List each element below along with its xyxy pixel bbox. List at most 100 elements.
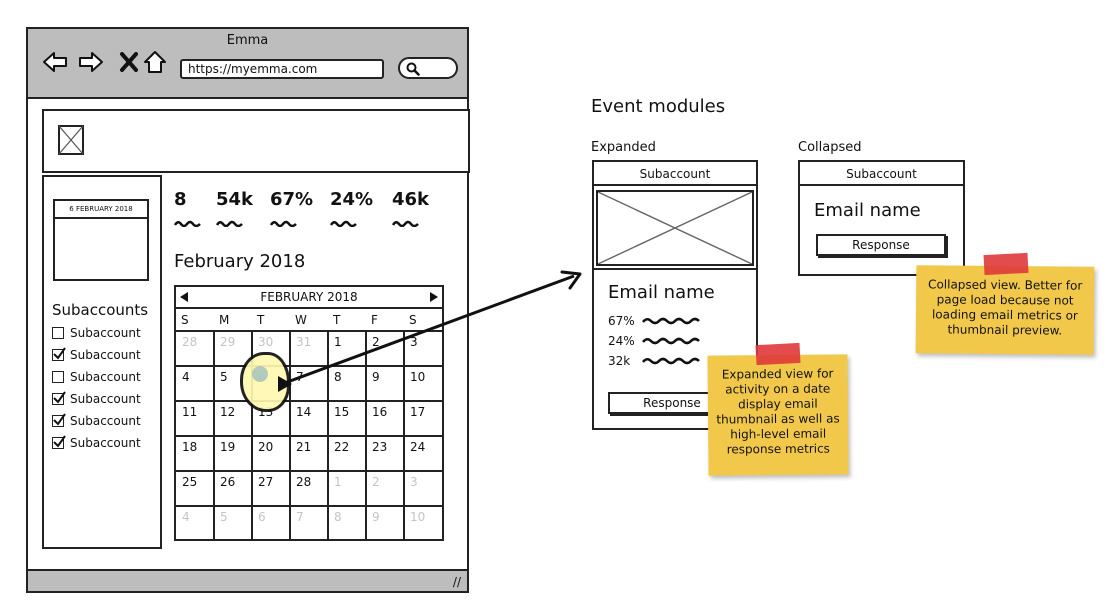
event-modules-title: Event modules (591, 96, 726, 117)
calendar-day[interactable]: 19 (220, 440, 236, 454)
calendar-day[interactable]: 16 (372, 405, 388, 419)
calendar-day[interactable]: 25 (182, 475, 198, 489)
weekday-label: T (333, 313, 341, 327)
calendar-grid-line (176, 470, 442, 472)
expanded-label: Expanded (591, 140, 656, 155)
calendar-day[interactable]: 1 (334, 335, 342, 349)
calendar-grid-line (176, 365, 442, 367)
subaccount-item[interactable]: Subaccount (52, 411, 141, 431)
calendar-day[interactable]: 22 (334, 440, 350, 454)
checkbox[interactable] (52, 327, 64, 339)
subaccount-item[interactable]: Subaccount (52, 367, 141, 387)
calendar-day[interactable]: 24 (410, 440, 426, 454)
scribble-placeholder-icon (174, 220, 201, 227)
status-bar: // (28, 569, 467, 591)
calendar-grid-line (176, 435, 442, 437)
subaccount-label: Subaccount (70, 370, 141, 384)
calendar-day[interactable]: 15 (334, 405, 350, 419)
scribble-placeholder-icon (642, 317, 700, 325)
logo-image-placeholder-icon (58, 125, 84, 155)
subaccount-item[interactable]: Subaccount (52, 345, 141, 365)
expanded-event-module[interactable]: Subaccount Email name 67% 24% 32k Respon… (592, 160, 758, 430)
calendar-day[interactable]: 10 (410, 510, 426, 524)
calendar-day[interactable]: 10 (410, 370, 426, 384)
search-input[interactable] (398, 57, 458, 79)
subaccounts-title: Subaccounts (52, 301, 149, 319)
calendar-day[interactable]: 18 (182, 440, 198, 454)
scribble-placeholder-icon (270, 220, 297, 227)
calendar-day[interactable]: 17 (410, 405, 426, 419)
calendar-day[interactable]: 5 (220, 510, 228, 524)
calendar-day[interactable]: 9 (372, 510, 380, 524)
metric-value: 67% (608, 314, 635, 328)
calendar-grid-line (289, 331, 291, 539)
calendar-day[interactable]: 8 (334, 370, 342, 384)
home-icon[interactable] (142, 49, 168, 75)
calendar-day[interactable]: 21 (296, 440, 312, 454)
stat-value: 24% (330, 189, 374, 210)
weekday-label: S (181, 313, 189, 327)
divider (594, 268, 756, 270)
calendar-day[interactable]: 28 (296, 475, 312, 489)
response-button[interactable]: Response (816, 234, 946, 256)
weekday-label: T (257, 313, 265, 327)
checkbox-checked[interactable] (52, 413, 66, 427)
forward-arrow-icon[interactable] (78, 49, 104, 75)
checkbox[interactable] (52, 371, 64, 383)
calendar-day[interactable]: 3 (410, 475, 418, 489)
calendar-day[interactable]: 23 (372, 440, 388, 454)
calendar-day[interactable]: 12 (220, 405, 236, 419)
calendar-day[interactable]: 3 (410, 335, 418, 349)
calendar-day[interactable]: 20 (258, 440, 274, 454)
tape-strip (983, 252, 1029, 276)
checkmark-icon (53, 413, 66, 426)
calendar-grid-line (403, 331, 405, 539)
calendar-day[interactable]: 2 (372, 335, 380, 349)
calendar-day[interactable]: 30 (258, 335, 274, 349)
scribble-placeholder-icon (642, 337, 700, 345)
calendar-day[interactable]: 31 (296, 335, 312, 349)
calendar-day[interactable]: 4 (182, 510, 190, 524)
calendar-day[interactable]: 29 (220, 335, 236, 349)
month-title: February 2018 (174, 251, 306, 272)
subaccount-label: Subaccount (70, 414, 141, 428)
calendar-day[interactable]: 5 (220, 370, 228, 384)
url-input[interactable]: https://myemma.com (180, 59, 384, 79)
calendar-grid-line (251, 331, 253, 539)
calendar-day[interactable]: 6 (258, 510, 266, 524)
next-month-arrow-icon[interactable] (430, 292, 438, 302)
prev-month-arrow-icon[interactable] (180, 292, 188, 302)
subaccount-item[interactable]: Subaccount (52, 389, 141, 409)
scribble-placeholder-icon (330, 220, 357, 227)
calendar-day[interactable]: 4 (182, 370, 190, 384)
checkbox-checked[interactable] (52, 435, 66, 449)
mini-calendar[interactable]: 6 FEBRUARY 2018 (53, 199, 149, 281)
resize-grip-icon[interactable]: // (452, 575, 461, 589)
calendar-day[interactable]: 11 (182, 405, 198, 419)
checkbox-checked[interactable] (52, 391, 66, 405)
response-button[interactable]: Response (608, 392, 736, 414)
weekday-label: S (409, 313, 417, 327)
subaccount-item[interactable]: Subaccount (52, 323, 141, 343)
calendar-day[interactable]: 8 (334, 510, 342, 524)
calendar-day[interactable]: 7 (296, 510, 304, 524)
close-x-icon[interactable] (116, 49, 142, 75)
module-header: Subaccount (800, 162, 963, 186)
calendar-day[interactable]: 14 (296, 405, 312, 419)
calendar-day[interactable]: 9 (372, 370, 380, 384)
scribble-placeholder-icon (216, 220, 243, 227)
weekday-label: F (371, 313, 378, 327)
calendar-header: FEBRUARY 2018 (176, 287, 442, 309)
checkmark-icon (53, 391, 66, 404)
checkbox-checked[interactable] (52, 347, 66, 361)
calendar-day[interactable]: 2 (372, 475, 380, 489)
subaccount-item[interactable]: Subaccount (52, 433, 141, 453)
calendar-day[interactable]: 28 (182, 335, 198, 349)
calendar-day[interactable]: 26 (220, 475, 236, 489)
calendar-day[interactable]: 1 (334, 475, 342, 489)
search-icon (406, 62, 420, 76)
calendar-day[interactable]: 27 (258, 475, 274, 489)
back-arrow-icon[interactable] (42, 49, 68, 75)
month-calendar: FEBRUARY 2018 SMTWTFS2829303112345678910… (174, 285, 444, 541)
collapsed-event-module[interactable]: Subaccount Email name Response (798, 160, 965, 276)
